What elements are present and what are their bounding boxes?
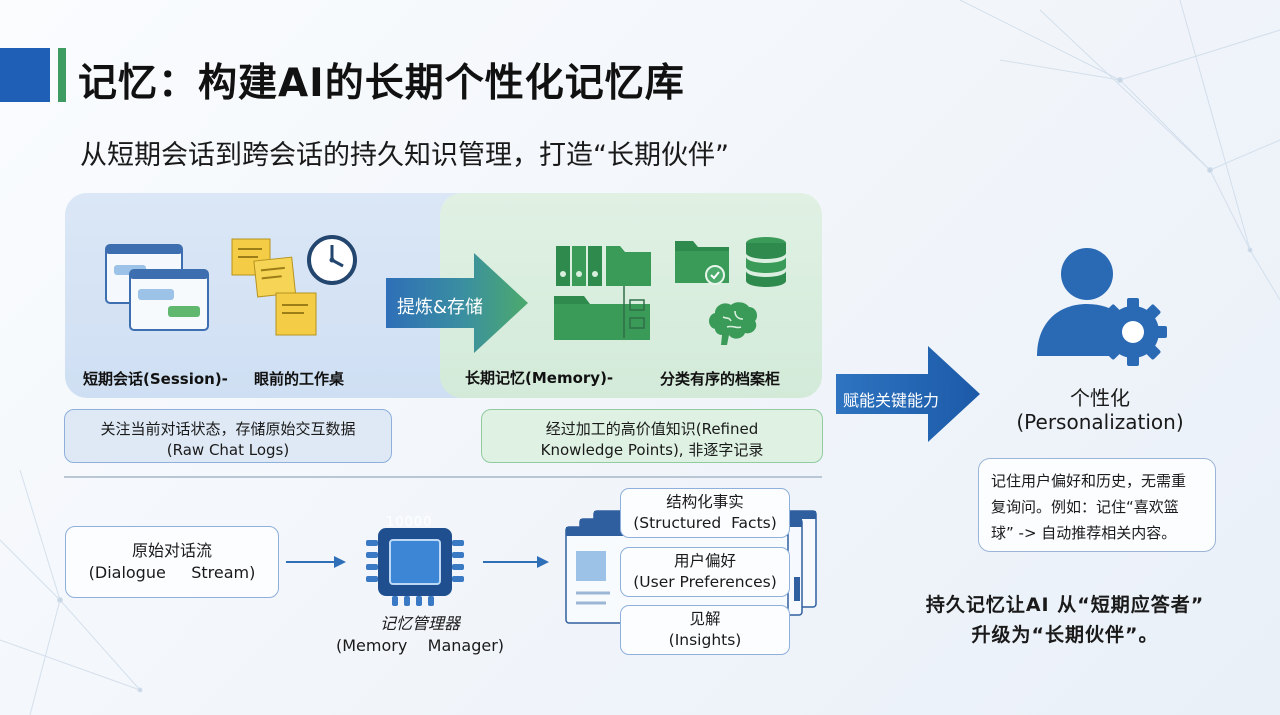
tag-insights-line1: 见解 <box>689 610 721 628</box>
tag-user-preferences-line2: (User Preferences) <box>633 573 777 591</box>
refine-store-arrow <box>386 253 528 353</box>
page-subtitle: 从短期会话到跨会话的持久知识管理，打造“长期伙伴” <box>80 140 729 171</box>
sticky-notes-icon <box>231 238 317 336</box>
dialogue-stream-line1: 原始对话流 <box>131 541 212 560</box>
chat-windows-icon <box>105 244 209 331</box>
header-accent-block <box>0 48 50 102</box>
dialogue-stream-line2: (Dialogue Stream) <box>88 563 256 582</box>
personalization-desc-line3: 球” -> 自动推荐相关内容。 <box>991 524 1177 542</box>
tag-insights: 见解 (Insights) <box>620 605 790 655</box>
empower-arrow <box>836 346 980 442</box>
personalization-desc-line2: 复询问。例如：记住“喜欢篮 <box>991 498 1179 516</box>
conclusion-line2: 升级为“长期伙伴”。 <box>971 624 1159 646</box>
tag-structured-facts-line2: (Structured Facts) <box>633 514 777 532</box>
section-divider <box>64 476 822 478</box>
binders-folder-icon <box>554 246 651 340</box>
tag-structured-facts-line1: 结构化事实 <box>666 493 744 511</box>
long-term-desc-line1: 经过加工的高价值知识(Refined <box>545 420 759 438</box>
database-icon <box>746 237 786 287</box>
conclusion-text: 持久记忆让AI 从“短期应答者” 升级为“长期伙伴”。 <box>880 590 1250 650</box>
chip-text: 10000 <box>386 515 433 530</box>
flow-arrow-1 <box>286 556 346 568</box>
tag-user-preferences: 用户偏好 (User Preferences) <box>620 547 790 597</box>
short-term-caption-left: 短期会话(Session)- <box>83 370 228 388</box>
long-term-description: 经过加工的高价值知识(Refined Knowledge Points), 非逐… <box>481 409 823 463</box>
tag-user-preferences-line1: 用户偏好 <box>673 552 736 570</box>
clock-icon <box>307 235 357 285</box>
memory-manager-line2: (Memory Manager) <box>335 636 505 655</box>
user-gear-icon <box>1037 248 1167 366</box>
long-term-caption-left: 长期记忆(Memory)- <box>465 369 614 387</box>
long-term-caption-right: 分类有序的档案柜 <box>660 370 781 388</box>
header-accent-bar <box>58 48 66 102</box>
tag-insights-line2: (Insights) <box>668 631 742 649</box>
short-term-caption-right: 眼前的工作桌 <box>254 370 345 388</box>
short-term-description: 关注当前对话状态，存储原始交互数据 (Raw Chat Logs) <box>64 409 392 463</box>
chip-icon <box>366 528 464 606</box>
short-term-desc-line2: (Raw Chat Logs) <box>166 441 290 459</box>
shared-folder-icon <box>675 241 729 285</box>
page-title: 记忆：构建AI的长期个性化记忆库 <box>78 61 685 106</box>
brain-icon <box>709 302 757 345</box>
memory-manager-line1: 记忆管理器 <box>379 614 460 633</box>
dialogue-stream-box: 原始对话流 (Dialogue Stream) <box>65 526 279 598</box>
refine-store-label: 提炼&存储 <box>397 297 484 318</box>
memory-manager-label: 记忆管理器 (Memory Manager) <box>320 613 520 657</box>
personalization-label: 个性化 (Personalization) <box>1005 386 1195 434</box>
empower-label: 赋能关键能力 <box>843 391 940 410</box>
long-term-desc-line2: Knowledge Points), 非逐字记录 <box>540 441 764 459</box>
conclusion-line1: 持久记忆让AI 从“短期应答者” <box>925 594 1205 616</box>
personalization-description: 记住用户偏好和历史，无需重 复询问。例如：记住“喜欢篮 球” -> 自动推荐相关… <box>978 458 1216 552</box>
flow-arrow-2 <box>483 556 549 568</box>
personalization-desc-line1: 记住用户偏好和历史，无需重 <box>991 472 1187 490</box>
personalization-label-line1: 个性化 <box>1070 386 1130 410</box>
short-term-desc-line1: 关注当前对话状态，存储原始交互数据 <box>100 420 356 438</box>
tag-structured-facts: 结构化事实 (Structured Facts) <box>620 488 790 538</box>
personalization-label-line2: (Personalization) <box>1016 410 1184 434</box>
